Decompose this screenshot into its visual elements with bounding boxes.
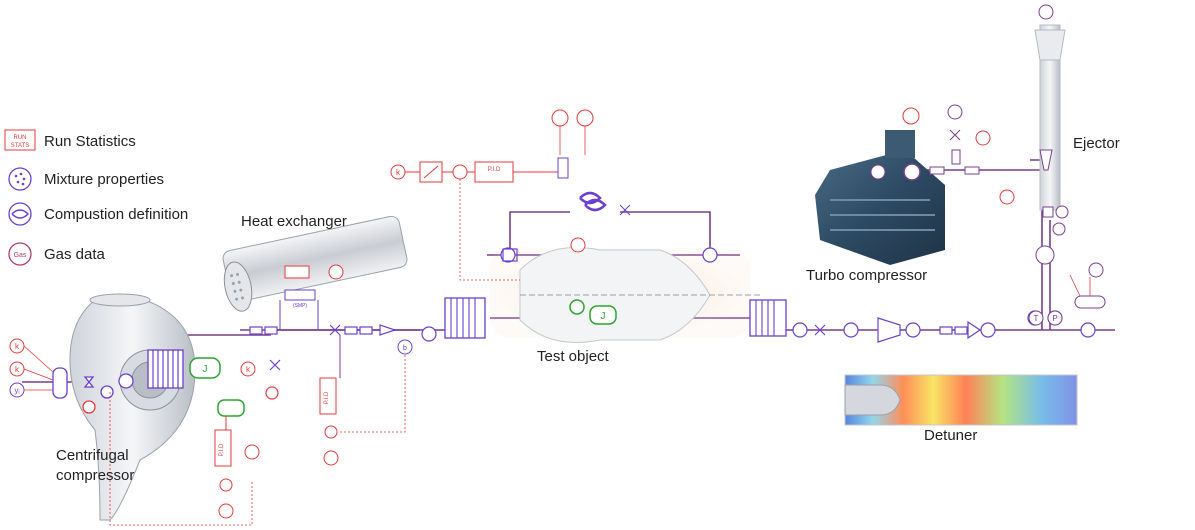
inlet-yi: yᵢ bbox=[9, 382, 25, 398]
ejector-p-sensor: P bbox=[1047, 310, 1063, 326]
ejector-label: Ejector bbox=[1073, 135, 1120, 152]
svg-text:(SMP): (SMP) bbox=[293, 303, 308, 309]
fuel-control-loop: k P.I.D bbox=[390, 109, 631, 281]
compressor-control-loop: P.I.D bbox=[109, 392, 260, 526]
hx-inline-valves bbox=[249, 324, 397, 400]
detuner bbox=[844, 374, 1078, 426]
combustor-sensors bbox=[421, 247, 1096, 343]
turbo-compressor-label: Turbo compressor bbox=[806, 267, 928, 284]
svg-text:J: J bbox=[203, 364, 208, 375]
detuner-label: Detuner bbox=[924, 427, 978, 444]
svg-text:T: T bbox=[1034, 314, 1039, 323]
centrifugal-compressor-label-2: compressor bbox=[56, 467, 135, 484]
svg-text:P: P bbox=[1052, 314, 1057, 323]
inlet-valve bbox=[82, 373, 134, 414]
legend-run-statistics-label: Run Statistics bbox=[44, 132, 136, 150]
svg-text:P.I.D: P.I.D bbox=[219, 443, 225, 456]
svg-text:P.I.D: P.I.D bbox=[324, 391, 330, 404]
centrifugal-compressor-label-1: Centrifugal bbox=[56, 447, 129, 464]
legend-gas-data[interactable]: Gas data bbox=[4, 240, 105, 268]
svg-text:b: b bbox=[403, 345, 407, 352]
svg-text:P.I.D: P.I.D bbox=[488, 167, 501, 173]
legend-mixture-properties-label: Mixture properties bbox=[44, 170, 165, 188]
inlet-tpy-block bbox=[23, 345, 68, 399]
test-object-label: Test object bbox=[537, 348, 609, 365]
test-object-engine: J bbox=[444, 247, 787, 343]
bypass-control-loop: P.I.D b bbox=[319, 335, 413, 466]
svg-text:k: k bbox=[15, 365, 20, 374]
legend-combustion-definition-label: Compustion definition bbox=[44, 205, 189, 223]
combustion-definition-icon bbox=[8, 202, 32, 226]
legend-run-statistics[interactable]: Run Statistics bbox=[4, 127, 136, 155]
svg-text:k: k bbox=[396, 168, 401, 177]
run-stats-icon: RUN STATS bbox=[4, 129, 36, 151]
mixture-properties-icon bbox=[8, 167, 32, 191]
heat-exchanger-label: Heat exchanger bbox=[241, 213, 347, 230]
legend-combustion-definition[interactable]: Compustion definition bbox=[4, 200, 188, 228]
ejector-t-sensor: T bbox=[1028, 310, 1044, 326]
heat-exchanger: (SMP) bbox=[222, 215, 408, 330]
hx-k-sensor: k bbox=[240, 361, 256, 377]
svg-text:Gas: Gas bbox=[14, 252, 27, 259]
turbo-compressor bbox=[815, 104, 1015, 265]
svg-text:J: J bbox=[601, 311, 606, 322]
svg-text:k: k bbox=[15, 342, 20, 351]
svg-text:k: k bbox=[246, 365, 251, 374]
legend-gas-data-label: Gas data bbox=[44, 245, 105, 263]
legend-mixture-properties[interactable]: Mixture properties bbox=[4, 165, 164, 193]
inlet-k-2: k bbox=[9, 361, 25, 377]
gas-data-icon: Gas bbox=[8, 242, 32, 266]
svg-text:yᵢ: yᵢ bbox=[14, 386, 19, 395]
centrifugal-compressor: J bbox=[69, 293, 245, 521]
svg-text:RUN: RUN bbox=[14, 135, 27, 141]
inlet-k-1: k bbox=[9, 338, 25, 354]
svg-text:STATS: STATS bbox=[11, 143, 29, 149]
ejector bbox=[1034, 4, 1106, 309]
